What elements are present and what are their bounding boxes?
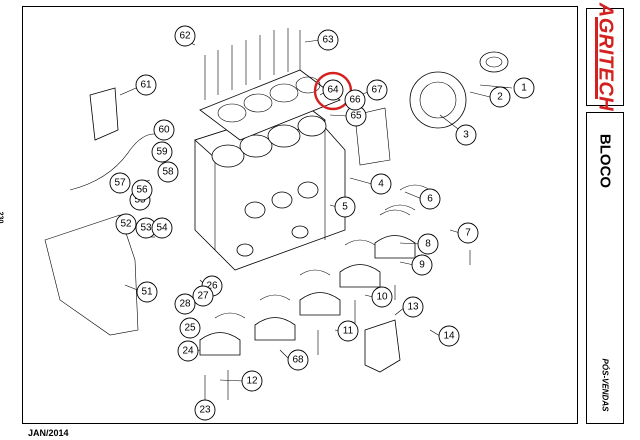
svg-text:54: 54 — [156, 223, 168, 234]
callout-7: 7 — [457, 222, 479, 244]
callout-56: 56 — [131, 179, 153, 201]
callout-66: 66 — [344, 89, 366, 111]
drawing-frame — [22, 6, 578, 424]
svg-text:25: 25 — [184, 323, 196, 334]
callout-5: 5 — [334, 196, 356, 218]
engine-block — [194, 104, 346, 271]
callout-63: 63 — [317, 29, 339, 51]
svg-text:65: 65 — [350, 111, 362, 122]
svg-text:1: 1 — [521, 83, 527, 94]
svg-text:3: 3 — [463, 130, 469, 141]
callout-11: 11 — [337, 320, 359, 342]
callout-67: 67 — [366, 79, 388, 101]
svg-text:8: 8 — [425, 239, 431, 250]
svg-text:58: 58 — [162, 167, 174, 178]
svg-text:14: 14 — [443, 331, 455, 342]
page-number: 230 — [0, 211, 4, 224]
svg-text:5: 5 — [342, 202, 348, 213]
svg-text:66: 66 — [349, 95, 361, 106]
callout-10: 10 — [371, 286, 393, 308]
callout-52: 52 — [115, 213, 137, 235]
mounting-bracket — [89, 87, 401, 373]
callout-25: 25 — [179, 317, 201, 339]
svg-text:28: 28 — [179, 299, 191, 310]
callout-12: 12 — [241, 370, 263, 392]
footer-label: PÓS-VENDAS — [600, 358, 610, 412]
callout-59: 59 — [151, 141, 173, 163]
svg-text:26: 26 — [206, 281, 218, 292]
callout-14: 14 — [438, 325, 460, 347]
svg-text:61: 61 — [140, 80, 152, 91]
svg-text:13: 13 — [407, 302, 419, 313]
svg-text:9: 9 — [419, 260, 425, 271]
svg-text:59: 59 — [156, 147, 168, 158]
small-bolts — [204, 250, 471, 410]
svg-text:23: 23 — [199, 405, 211, 416]
svg-text:27: 27 — [197, 291, 209, 302]
callout-62: 62 — [174, 25, 196, 47]
callout-28: 28 — [174, 293, 196, 315]
brand-accent-bar — [595, 17, 598, 99]
svg-text:64: 64 — [327, 85, 339, 96]
svg-text:67: 67 — [371, 85, 383, 96]
callout-8: 8 — [417, 233, 439, 255]
callout-4: 4 — [370, 173, 392, 195]
section-title: BLOCO — [596, 133, 614, 189]
brand-logo: AGRITECH — [594, 2, 617, 112]
callout-61: 61 — [135, 74, 157, 96]
callout-68: 68 — [287, 349, 309, 371]
svg-text:60: 60 — [158, 125, 170, 136]
svg-text:12: 12 — [246, 376, 258, 387]
svg-text:2: 2 — [497, 92, 503, 103]
svg-text:56: 56 — [136, 185, 148, 196]
callout-23: 23 — [194, 399, 216, 421]
svg-text:52: 52 — [120, 219, 132, 230]
svg-text:4: 4 — [378, 179, 384, 190]
callout-3: 3 — [455, 124, 477, 146]
brand-panel: AGRITECH — [586, 3, 624, 111]
callout-9: 9 — [411, 254, 433, 276]
svg-text:62: 62 — [179, 31, 191, 42]
svg-text:7: 7 — [465, 228, 471, 239]
callout-24: 24 — [177, 340, 199, 362]
callout-6: 6 — [419, 188, 441, 210]
svg-text:6: 6 — [427, 194, 433, 205]
callout-54: 54 — [151, 217, 173, 239]
svg-text:51: 51 — [141, 287, 153, 298]
svg-text:10: 10 — [376, 292, 388, 303]
oil-tube — [69, 133, 161, 191]
callout-58: 58 — [157, 161, 179, 183]
cylinder-head-gasket — [199, 69, 341, 141]
svg-text:24: 24 — [182, 346, 194, 357]
rear-seal-housing — [409, 51, 509, 129]
callout-64: 64 — [322, 79, 344, 101]
callout-13: 13 — [402, 296, 424, 318]
svg-text:11: 11 — [343, 326, 354, 337]
callout-57: 57 — [109, 172, 131, 194]
callout-1: 1 — [513, 77, 535, 99]
head-bolts — [204, 28, 301, 100]
svg-text:63: 63 — [322, 35, 334, 46]
section-panel: BLOCO PÓS-VENDAS — [586, 112, 624, 424]
svg-text:57: 57 — [114, 178, 126, 189]
callout-2: 2 — [489, 86, 511, 108]
date-label: JAN/2014 — [28, 428, 69, 438]
bearing-caps-and-shells — [199, 184, 431, 356]
svg-text:68: 68 — [292, 355, 304, 366]
front-gasket-plate — [44, 107, 391, 336]
callout-60: 60 — [153, 119, 175, 141]
callout-27: 27 — [192, 285, 214, 307]
svg-text:53: 53 — [140, 223, 152, 234]
callout-51: 51 — [136, 281, 158, 303]
